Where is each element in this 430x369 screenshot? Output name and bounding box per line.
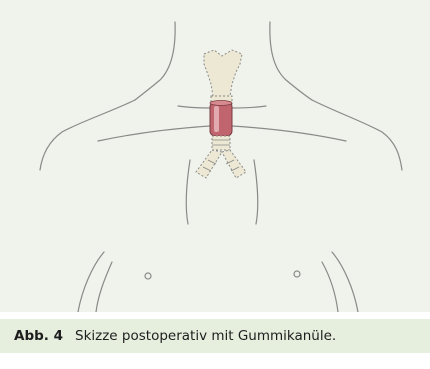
arm-left-inner — [96, 262, 112, 312]
jugular-notch-left — [178, 106, 210, 108]
rubber-cannula — [210, 101, 232, 137]
neck-outline-left — [135, 22, 175, 100]
clavicle-right — [232, 126, 346, 141]
clavicle-left — [98, 126, 210, 141]
shoulder-right — [312, 100, 402, 170]
neck-outline-right — [270, 22, 312, 100]
anatomy-sketch — [0, 0, 430, 312]
caption-text: Skizze postoperativ mit Gummikanüle. — [75, 328, 336, 344]
arm-left-outer — [78, 252, 104, 312]
bronchus-right — [222, 150, 246, 178]
bronchus-left — [196, 150, 222, 178]
arm-right-outer — [332, 252, 358, 312]
trachea-lower — [212, 136, 230, 150]
figure-panel — [0, 0, 430, 312]
nipple-right — [294, 271, 300, 277]
arm-right-inner — [322, 262, 338, 312]
scm-line-left — [186, 160, 190, 224]
caption-label: Abb. 4 — [14, 328, 63, 344]
scm-line-right — [254, 160, 258, 224]
nipple-left — [145, 273, 151, 279]
figure-caption: Abb. 4 Skizze postoperativ mit Gummikanü… — [0, 319, 430, 353]
shoulder-left — [40, 100, 135, 170]
larynx-outline — [204, 50, 242, 96]
jugular-notch-right — [232, 106, 266, 108]
